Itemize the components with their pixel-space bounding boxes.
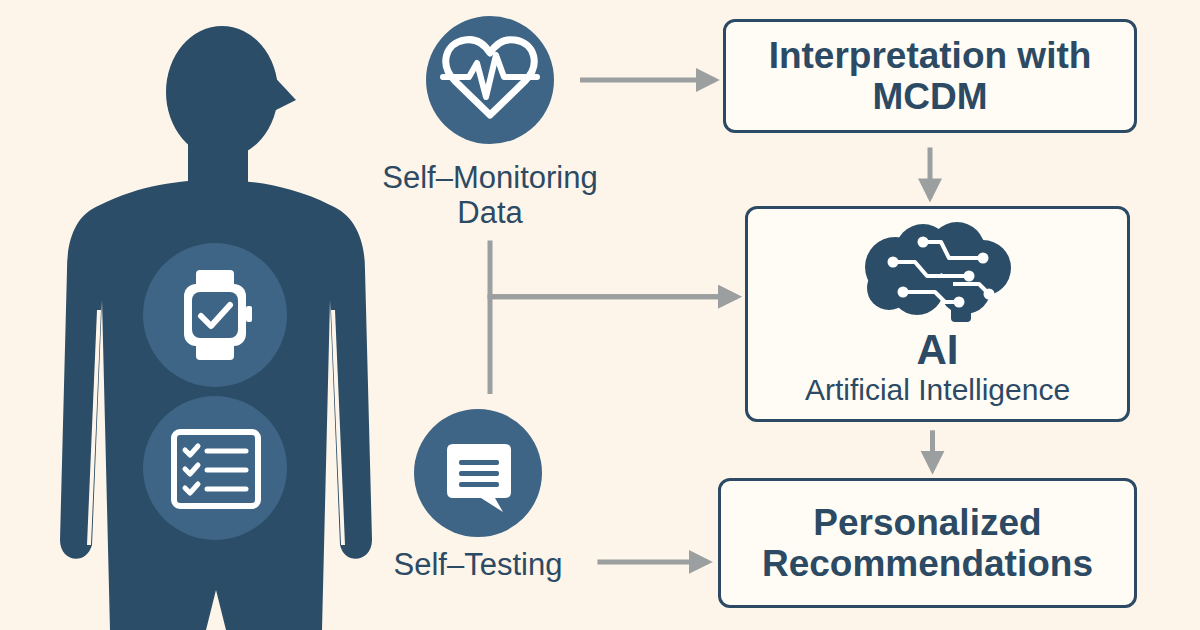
box-subtitle: Artificial Intelligence xyxy=(805,373,1070,407)
checklist-circle xyxy=(143,396,287,540)
flow-arrow xyxy=(580,78,715,83)
box-title: AI xyxy=(917,326,959,373)
process-box: Interpretation with MCDM xyxy=(723,19,1137,134)
flow-arrow xyxy=(490,240,737,296)
circle-outline xyxy=(425,15,555,145)
icon-circle: Self–Testing xyxy=(413,408,543,538)
flow-arrow xyxy=(928,147,933,197)
brain-icon xyxy=(853,222,1023,322)
process-box: Personalized Recommendations xyxy=(718,478,1137,608)
box-title: Personalized Recommendations xyxy=(743,502,1113,585)
node-label: Self–Monitoring Data xyxy=(355,161,625,230)
checklist-icon xyxy=(174,432,258,506)
node-label: Self–Testing xyxy=(394,548,563,583)
flow-arrow xyxy=(930,430,935,470)
box-title: Interpretation with MCDM xyxy=(745,35,1115,118)
watch-icon xyxy=(184,270,252,360)
icon-circle: Self–Monitoring Data xyxy=(425,15,555,145)
watch-circle xyxy=(143,243,287,387)
circle-outline xyxy=(413,408,543,538)
flow-arrow xyxy=(490,297,737,394)
heart-icon xyxy=(443,40,537,115)
process-box: AIArtificial Intelligence xyxy=(745,206,1130,423)
bubble-icon xyxy=(447,444,511,512)
flow-arrow xyxy=(597,559,708,564)
person-silhouette xyxy=(60,26,372,630)
